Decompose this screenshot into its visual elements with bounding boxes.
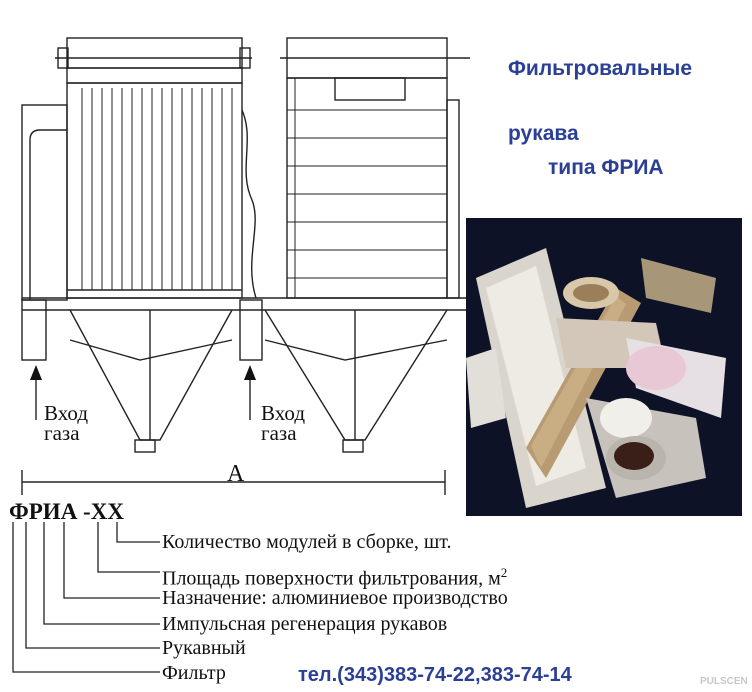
superscript-2: 2 <box>500 565 508 580</box>
designation-item-1: Количество модулей в сборке, шт. <box>162 531 452 553</box>
watermark-logo: PULSCEN <box>700 676 748 687</box>
inlet-right-line2: газа <box>261 421 297 445</box>
designation-code: ФРИА -XX <box>9 499 124 524</box>
filter-drawing <box>21 37 470 495</box>
heading-line1: Фильтровальные <box>508 57 693 80</box>
inlet-right-line1: Вход <box>261 401 306 425</box>
designation-item-3: Назначение: алюминиевое производство <box>162 587 508 609</box>
inlet-label-left: Вход газа <box>44 401 89 445</box>
inlet-left-line1: Вход <box>44 401 89 425</box>
heading-line3: типа ФРИА <box>548 156 664 179</box>
inlet-label-right: Вход газа <box>261 401 306 445</box>
designation-item-6: Фильтр <box>162 662 226 684</box>
designation-leaders <box>12 522 160 673</box>
dimension-label: A <box>227 461 245 487</box>
designation-item-2-text: Площадь поверхности фильтрования, м <box>162 567 501 590</box>
filter-bags-photo <box>466 218 742 516</box>
designation-item-4: Импульсная регенерация рукавов <box>162 613 448 635</box>
designation-item-2: Площадь поверхности фильтрования, м2 <box>162 562 507 590</box>
inlet-left-line2: газа <box>44 421 80 445</box>
heading-line2: рукава <box>508 122 579 145</box>
designation-item-5: Рукавный <box>162 637 246 659</box>
contact-phone: тел.(343)383-74-22,383-74-14 <box>298 664 572 686</box>
